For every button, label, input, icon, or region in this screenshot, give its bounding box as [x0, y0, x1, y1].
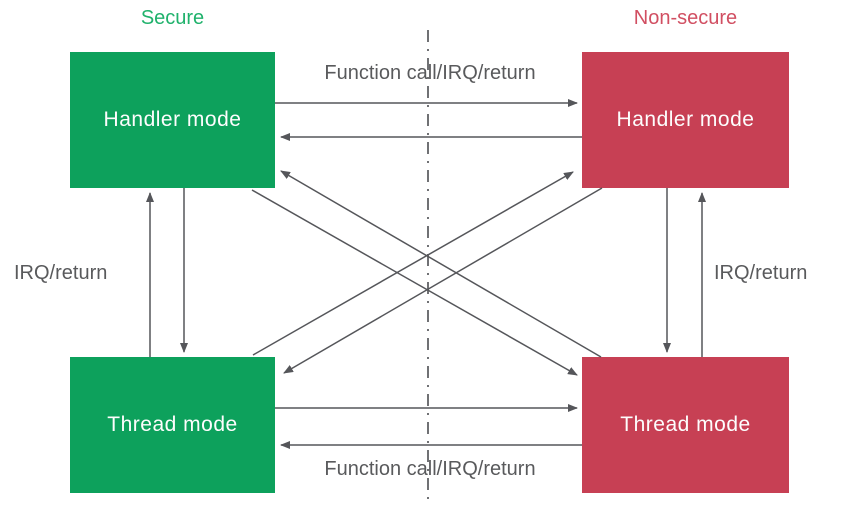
- secure-thread-mode-box: Thread mode: [70, 357, 275, 493]
- bottom-transition-label: Function call/IRQ/return: [324, 458, 536, 480]
- top-transition-label: Function call/IRQ/return: [324, 62, 536, 84]
- arrow-secure-thread-to-nonsecure-handler: [252, 171, 574, 356]
- nonsecure-zone-title: Non-secure: [633, 7, 738, 29]
- right-transition-label: IRQ/return: [714, 262, 808, 284]
- arrow-nonsecure-handler-to-secure-thread: [283, 187, 603, 374]
- nonsecure-thread-mode-label: Thread mode: [620, 413, 751, 436]
- nonsecure-handler-mode-label: Handler mode: [616, 108, 755, 131]
- secure-thread-mode-label: Thread mode: [107, 413, 238, 436]
- nonsecure-thread-mode-box: Thread mode: [582, 357, 789, 493]
- left-transition-label: IRQ/return: [14, 262, 108, 284]
- secure-zone-title: Secure: [140, 7, 205, 29]
- nonsecure-handler-mode-box: Handler mode: [582, 52, 789, 188]
- arrow-secure-handler-to-nonsecure-thread: [251, 189, 578, 376]
- secure-handler-mode-box: Handler mode: [70, 52, 275, 188]
- arrow-nonsecure-thread-to-secure-handler: [280, 170, 602, 358]
- secure-handler-mode-label: Handler mode: [103, 108, 242, 131]
